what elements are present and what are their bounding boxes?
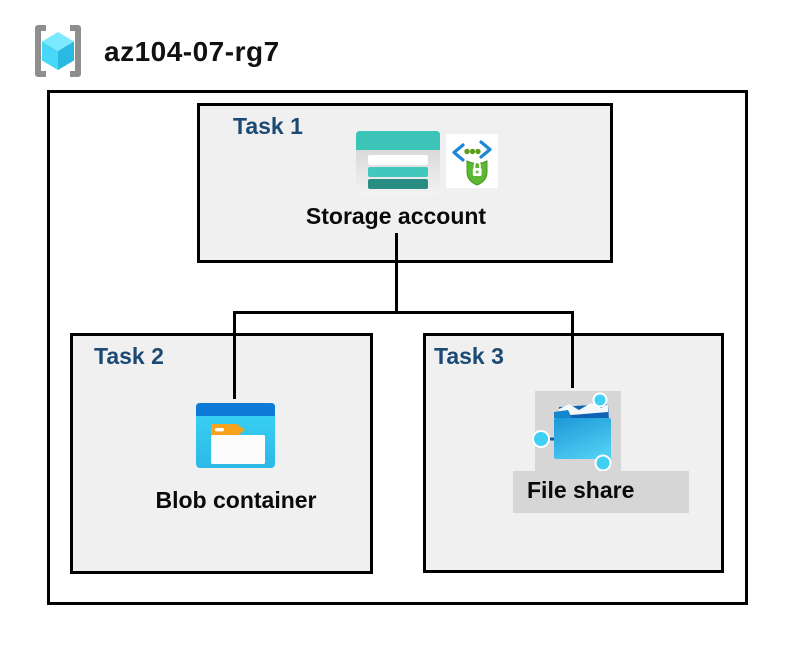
storage-account-icon (356, 131, 440, 196)
task1-box: Task 1 (197, 103, 613, 263)
task3-label: Task 3 (434, 343, 504, 369)
task2-box: Task 2 Blob container (70, 333, 373, 574)
blob-container-label: Blob container (155, 487, 317, 513)
resource-group-icon (30, 24, 86, 78)
task3-box: Task 3 (423, 333, 724, 573)
storage-account-label: Storage account (305, 203, 487, 229)
file-share-label: File share (527, 477, 635, 503)
resource-group-title: az104-07-rg7 (104, 36, 280, 67)
file-share-icon (532, 391, 621, 472)
connector-storage-stem (395, 233, 398, 313)
connector-to-blob (233, 311, 236, 399)
blob-container-icon (196, 403, 275, 468)
task1-label: Task 1 (233, 113, 303, 139)
secure-access-icon (446, 134, 498, 188)
connector-to-fileshare (571, 311, 574, 388)
file-share-label-highlight: File share (513, 471, 689, 513)
task2-label: Task 2 (94, 343, 164, 369)
connector-horizontal (233, 311, 574, 314)
